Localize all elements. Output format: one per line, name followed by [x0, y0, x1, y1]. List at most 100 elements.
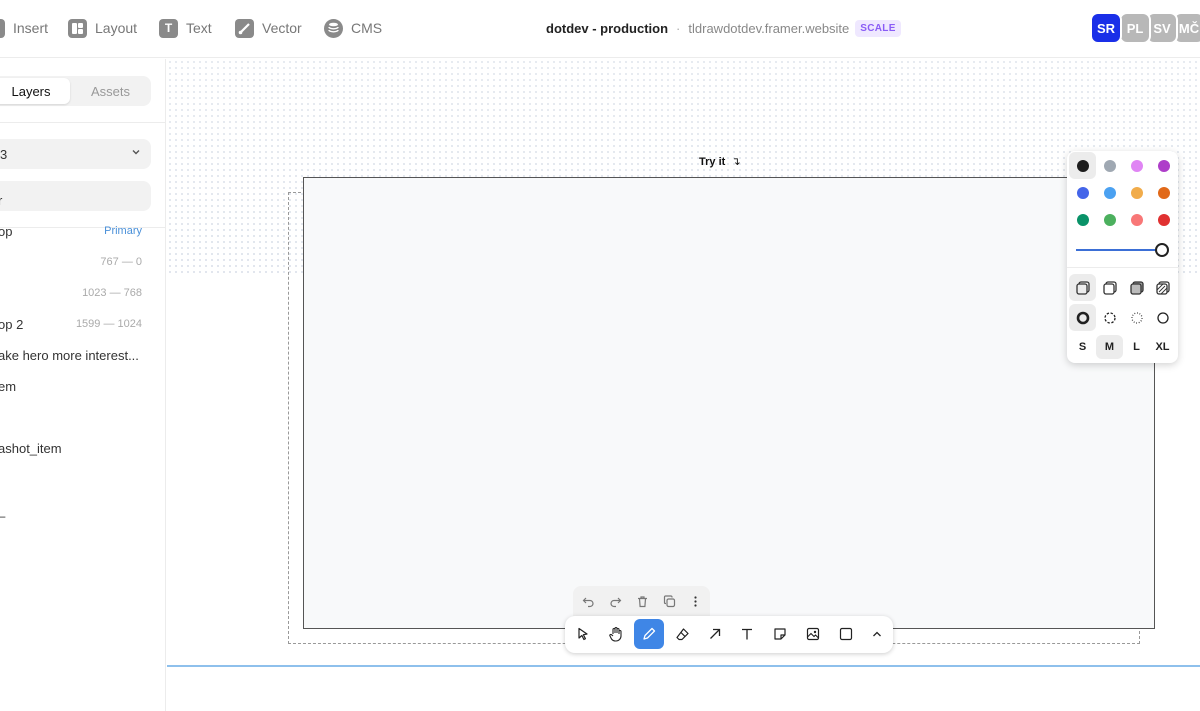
menu-vector-label: Vector — [262, 20, 302, 36]
sidebar-tabs: Layers Assets — [0, 76, 151, 106]
page-select[interactable]: 3 — [0, 139, 151, 169]
select-icon[interactable] — [568, 619, 598, 649]
layer-meta: 1023 — 768 — [82, 287, 142, 299]
layer-label: ashot_item — [0, 441, 62, 456]
project-name: dotdev - production — [546, 21, 669, 36]
layer-label: r — [0, 193, 3, 208]
layer-label: op 2 — [0, 317, 24, 332]
arrow-icon[interactable] — [700, 619, 730, 649]
layer-row[interactable]: ake hero more interest... — [0, 346, 166, 366]
layer-meta: 767 — 0 — [100, 256, 142, 268]
color-dot — [1157, 159, 1170, 172]
opacity-slider-thumb[interactable] — [1155, 243, 1169, 257]
color-swatch[interactable] — [1069, 179, 1096, 206]
dash-solid-icon[interactable] — [1149, 304, 1176, 331]
hand-icon[interactable] — [601, 619, 631, 649]
layers-search-input[interactable] — [0, 181, 151, 211]
drawing-toolbar — [565, 616, 893, 653]
layer-row[interactable]: r — [0, 191, 166, 211]
database-icon — [324, 18, 343, 38]
avatar-pl[interactable]: PL — [1119, 12, 1151, 44]
color-dot — [1103, 159, 1116, 172]
undo-icon[interactable] — [577, 590, 599, 612]
menu-insert-label: Insert — [13, 20, 49, 36]
menu-text[interactable]: T Text — [159, 17, 212, 39]
menu-layout[interactable]: Layout — [68, 17, 137, 39]
size-s-button[interactable]: S — [1078, 341, 1087, 353]
draw-icon[interactable] — [634, 619, 664, 649]
color-dot — [1157, 186, 1170, 199]
avatar-sr[interactable]: SR — [1090, 12, 1122, 44]
text-icon: T — [159, 18, 178, 38]
menu-vector[interactable]: Vector — [235, 17, 302, 39]
layer-row[interactable]: _ — [0, 501, 166, 521]
menu-cms[interactable]: CMS — [324, 17, 382, 39]
size-m-button[interactable]: M — [1096, 335, 1123, 359]
project-domain: tldrawdotdev.framer.website — [688, 21, 850, 36]
eraser-icon[interactable] — [667, 619, 697, 649]
dash-dotted-icon[interactable] — [1123, 304, 1150, 331]
top-bar: Insert Layout T Text Vector CMS dotdev -… — [0, 0, 1200, 58]
sidebar-divider — [0, 122, 166, 123]
tab-layers[interactable]: Layers — [0, 78, 70, 104]
canvas[interactable]: Try it ↴ S M L — [167, 59, 1200, 711]
size-xl-button[interactable]: XL — [1155, 341, 1170, 353]
color-dot — [1103, 213, 1116, 226]
menu-text-label: Text — [186, 20, 212, 36]
try-it-label: Try it ↴ — [699, 156, 741, 168]
rectangle-icon[interactable] — [831, 619, 861, 649]
insert-icon — [0, 18, 5, 38]
color-swatch[interactable] — [1069, 206, 1096, 233]
layer-row[interactable] — [0, 470, 166, 490]
dash-dashed-icon[interactable] — [1096, 304, 1123, 331]
menu-insert[interactable]: Insert — [0, 17, 48, 39]
layer-label: ake hero more interest... — [0, 348, 139, 363]
layer-meta: Primary — [104, 225, 142, 237]
fill-pattern-icon[interactable] — [1149, 274, 1176, 301]
chevron-up-icon[interactable] — [862, 619, 892, 649]
color-swatch[interactable] — [1096, 179, 1123, 206]
style-panel-divider — [1067, 267, 1178, 268]
opacity-slider-track[interactable] — [1076, 249, 1160, 251]
color-swatch[interactable] — [1150, 179, 1177, 206]
tab-assets[interactable]: Assets — [90, 83, 130, 99]
color-swatch[interactable] — [1123, 152, 1150, 179]
color-swatch[interactable] — [1096, 206, 1123, 233]
color-swatch[interactable] — [1150, 206, 1177, 233]
layer-row[interactable] — [0, 408, 166, 428]
fill-none-icon[interactable] — [1069, 274, 1096, 301]
trash-icon[interactable] — [631, 590, 653, 612]
dash-draw-icon[interactable] — [1069, 304, 1096, 331]
sidebar-divider — [0, 227, 166, 228]
layer-row[interactable]: em — [0, 377, 166, 397]
drawing-area[interactable] — [303, 177, 1155, 629]
color-swatch[interactable] — [1123, 206, 1150, 233]
color-dot — [1076, 213, 1089, 226]
section-boundary-line — [167, 665, 1200, 667]
color-swatch[interactable] — [1150, 152, 1177, 179]
fill-solid-icon[interactable] — [1123, 274, 1150, 301]
note-icon[interactable] — [765, 619, 795, 649]
fill-semi-icon[interactable] — [1096, 274, 1123, 301]
plan-badge: SCALE — [855, 20, 901, 37]
project-title[interactable]: dotdev - production · tldrawdotdev.frame… — [546, 20, 901, 37]
more-icon[interactable] — [684, 590, 706, 612]
chevron-down-icon — [131, 147, 141, 157]
color-swatch[interactable] — [1096, 152, 1123, 179]
image-icon[interactable] — [798, 619, 828, 649]
redo-icon[interactable] — [604, 590, 626, 612]
layer-row[interactable]: 1023 — 768 — [0, 284, 166, 304]
color-dot — [1103, 186, 1116, 199]
curved-arrow-icon: ↴ — [731, 156, 741, 168]
layer-row[interactable]: ashot_item — [0, 439, 166, 459]
color-dot — [1130, 186, 1143, 199]
duplicate-icon[interactable] — [658, 590, 680, 612]
color-swatch[interactable] — [1069, 152, 1096, 179]
color-swatch[interactable] — [1123, 179, 1150, 206]
layer-row[interactable]: 767 — 0 — [0, 253, 166, 273]
size-l-button[interactable]: L — [1133, 341, 1140, 353]
text-tool-icon[interactable] — [732, 619, 762, 649]
